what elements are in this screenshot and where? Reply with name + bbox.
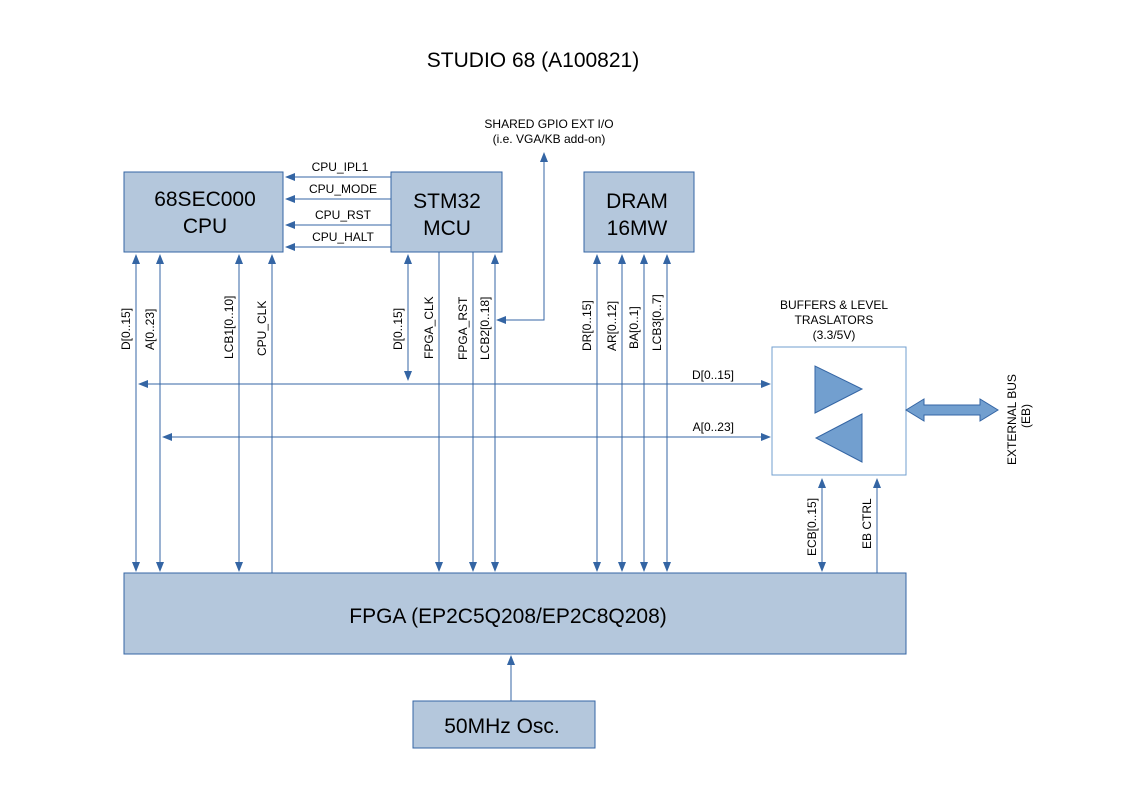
label-eb-ctrl: EB CTRL (860, 498, 874, 549)
address-bus-line (162, 433, 771, 441)
signal-cpu-rst: CPU_RST (315, 208, 372, 222)
mcu-block-line1: STM32 (413, 190, 481, 213)
label-lcb1: LCB1[0..10] (222, 296, 236, 359)
cpu-block-line2: CPU (183, 215, 227, 238)
signal-cpu-ipl1: CPU_IPL1 (312, 160, 369, 174)
lcb3-line (663, 254, 671, 572)
shared-gpio-label-line2: (i.e. VGA/KB add-on) (493, 132, 606, 146)
cpu-block-line1: 68SEC000 (154, 188, 256, 211)
label-ecb: ECB[0..15] (805, 498, 819, 556)
dr-line (593, 254, 601, 572)
eb-ctrl-line (873, 478, 881, 573)
buffers-label-line1: BUFFERS & LEVEL (780, 298, 888, 312)
mcu-block: STM32 MCU (390, 171, 503, 253)
cpu-block: 68SEC000 CPU (123, 171, 284, 253)
data-bus-label: D[0..15] (692, 368, 734, 382)
data-bus-line (138, 380, 771, 388)
diagram-title: STUDIO 68 (A100821) (427, 49, 639, 72)
ba-line (640, 254, 648, 572)
cpu-d-line (132, 254, 140, 572)
label-fpga-rst: FPGA_RST (456, 296, 470, 360)
external-bus-label-line1: EXTERNAL BUS (1005, 374, 1019, 465)
label-ba: BA[0..1] (627, 306, 641, 349)
label-cpu-clk: CPU_CLK (255, 301, 269, 356)
address-bus-label: A[0..23] (693, 420, 734, 434)
buffers-block: BUFFERS & LEVEL TRASLATORS (3.3/5V) (771, 298, 907, 476)
mcu-cpu-control-lines (285, 173, 391, 251)
lcb2-line (491, 254, 499, 572)
buffers-label-line3: (3.3/5V) (813, 328, 856, 342)
dram-block: DRAM 16MW (583, 171, 695, 253)
cpu-clk-line (268, 254, 276, 573)
oscillator-block: 50MHz Osc. (412, 700, 596, 749)
shared-gpio-label-line1: SHARED GPIO EXT I/O (484, 117, 613, 131)
fpga-clk-line (435, 252, 443, 572)
signal-cpu-halt: CPU_HALT (312, 230, 374, 244)
fpga-rst-line (469, 252, 477, 572)
buffers-label-line2: TRASLATORS (795, 313, 874, 327)
fpga-block-label: FPGA (EP2C5Q208/EP2C8Q208) (349, 605, 667, 628)
label-fpga-clk: FPGA_CLK (422, 296, 436, 359)
external-bus-label-line2: (EB) (1019, 404, 1033, 428)
label-lcb3: LCB3[0..7] (650, 294, 664, 351)
mcu-d-line (404, 254, 412, 381)
shared-gpio-line (496, 152, 548, 324)
label-cpu-d: D[0..15] (119, 308, 133, 350)
mcu-block-line2: MCU (423, 217, 471, 240)
external-bus-arrow-icon (905, 398, 999, 422)
signal-cpu-mode: CPU_MODE (309, 182, 377, 196)
buffer-right-triangle-icon (814, 365, 864, 414)
oscillator-block-label: 50MHz Osc. (444, 715, 560, 738)
label-dr: DR[0..15] (580, 300, 594, 351)
dram-block-line1: DRAM (606, 190, 668, 213)
lcb1-line (235, 254, 243, 572)
label-cpu-a: A[0..23] (143, 309, 157, 350)
label-mcu-d: D[0..15] (391, 308, 405, 350)
label-ar: AR[0..12] (605, 301, 619, 351)
label-lcb2: LCB2[0..18] (478, 297, 492, 360)
ecb-line (818, 478, 826, 572)
dram-block-line2: 16MW (607, 217, 668, 240)
buffer-left-triangle-icon (814, 413, 863, 463)
ar-line (618, 254, 626, 572)
oscillator-line (507, 655, 515, 701)
cpu-a-line (156, 254, 164, 572)
fpga-block: FPGA (EP2C5Q208/EP2C8Q208) (123, 572, 907, 655)
